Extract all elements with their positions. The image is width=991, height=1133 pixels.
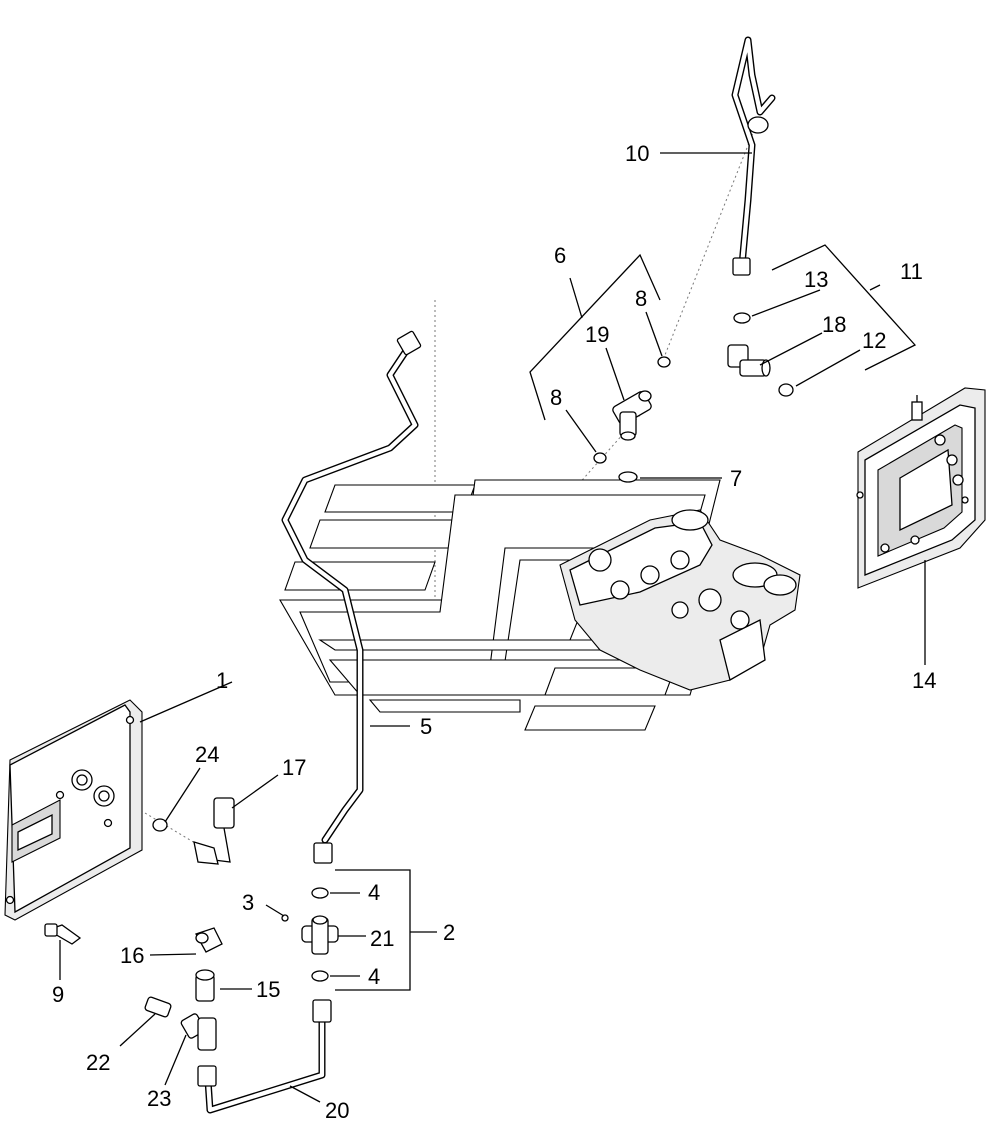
o-ring-13 — [733, 312, 751, 324]
callout-8-upper: 8 — [635, 286, 647, 311]
elbow-23 — [180, 1013, 217, 1051]
callout-23: 23 — [147, 1086, 171, 1111]
plug-16 — [195, 927, 223, 953]
callout-4-lower: 4 — [368, 964, 380, 989]
callout-17: 17 — [282, 755, 306, 780]
tee-fitting-21 — [301, 915, 339, 955]
o-rings — [152, 312, 794, 982]
o-ring-4-lower — [311, 970, 329, 982]
callout-9: 9 — [52, 982, 64, 1007]
callout-10: 10 — [625, 141, 649, 166]
callout-12: 12 — [862, 328, 886, 353]
o-ring-8-lower — [593, 452, 607, 464]
callout-11: 11 — [900, 259, 923, 284]
callout-2: 2 — [443, 920, 455, 945]
o-ring-7 — [618, 471, 638, 483]
callout-21: 21 — [370, 926, 394, 951]
callout-18: 18 — [822, 312, 846, 337]
sensor-17 — [193, 797, 235, 865]
adapter-15 — [195, 969, 215, 1002]
o-ring-4-upper — [311, 887, 329, 899]
callout-3: 3 — [242, 890, 254, 915]
hatch-silhouettes — [279, 479, 721, 731]
adapter-22 — [144, 996, 172, 1018]
callout-19: 19 — [585, 322, 609, 347]
o-ring-8-upper — [657, 356, 671, 368]
callout-20: 20 — [325, 1098, 349, 1123]
callout-13: 13 — [804, 267, 828, 292]
o-ring-24 — [152, 818, 168, 832]
callouts: 1 2 3 4 4 5 6 7 8 8 9 10 11 12 13 14 15 … — [52, 141, 936, 1123]
bolt-9 — [44, 923, 82, 945]
fitting-18 — [727, 344, 771, 377]
callout-7: 7 — [730, 466, 742, 491]
callout-15: 15 — [256, 977, 280, 1002]
pipe-10 — [731, 36, 776, 276]
callout-14: 14 — [912, 668, 936, 693]
housing-1 — [4, 699, 143, 921]
callout-1: 1 — [216, 668, 228, 693]
callout-24: 24 — [195, 742, 219, 767]
callout-22: 22 — [86, 1050, 110, 1075]
leader-lines — [59, 152, 926, 1103]
o-ring-12 — [778, 383, 794, 397]
callout-6: 6 — [554, 243, 566, 268]
callout-5: 5 — [420, 714, 432, 739]
valve-body — [559, 509, 801, 691]
ball-3 — [281, 914, 289, 922]
pipe-20 — [197, 999, 332, 1114]
pipe-5 — [281, 330, 422, 864]
callout-16: 16 — [120, 943, 144, 968]
fitting-19 — [612, 390, 652, 441]
callout-4-upper: 4 — [368, 880, 380, 905]
callout-8-lower: 8 — [550, 385, 562, 410]
cover-plate-14 — [856, 387, 986, 589]
